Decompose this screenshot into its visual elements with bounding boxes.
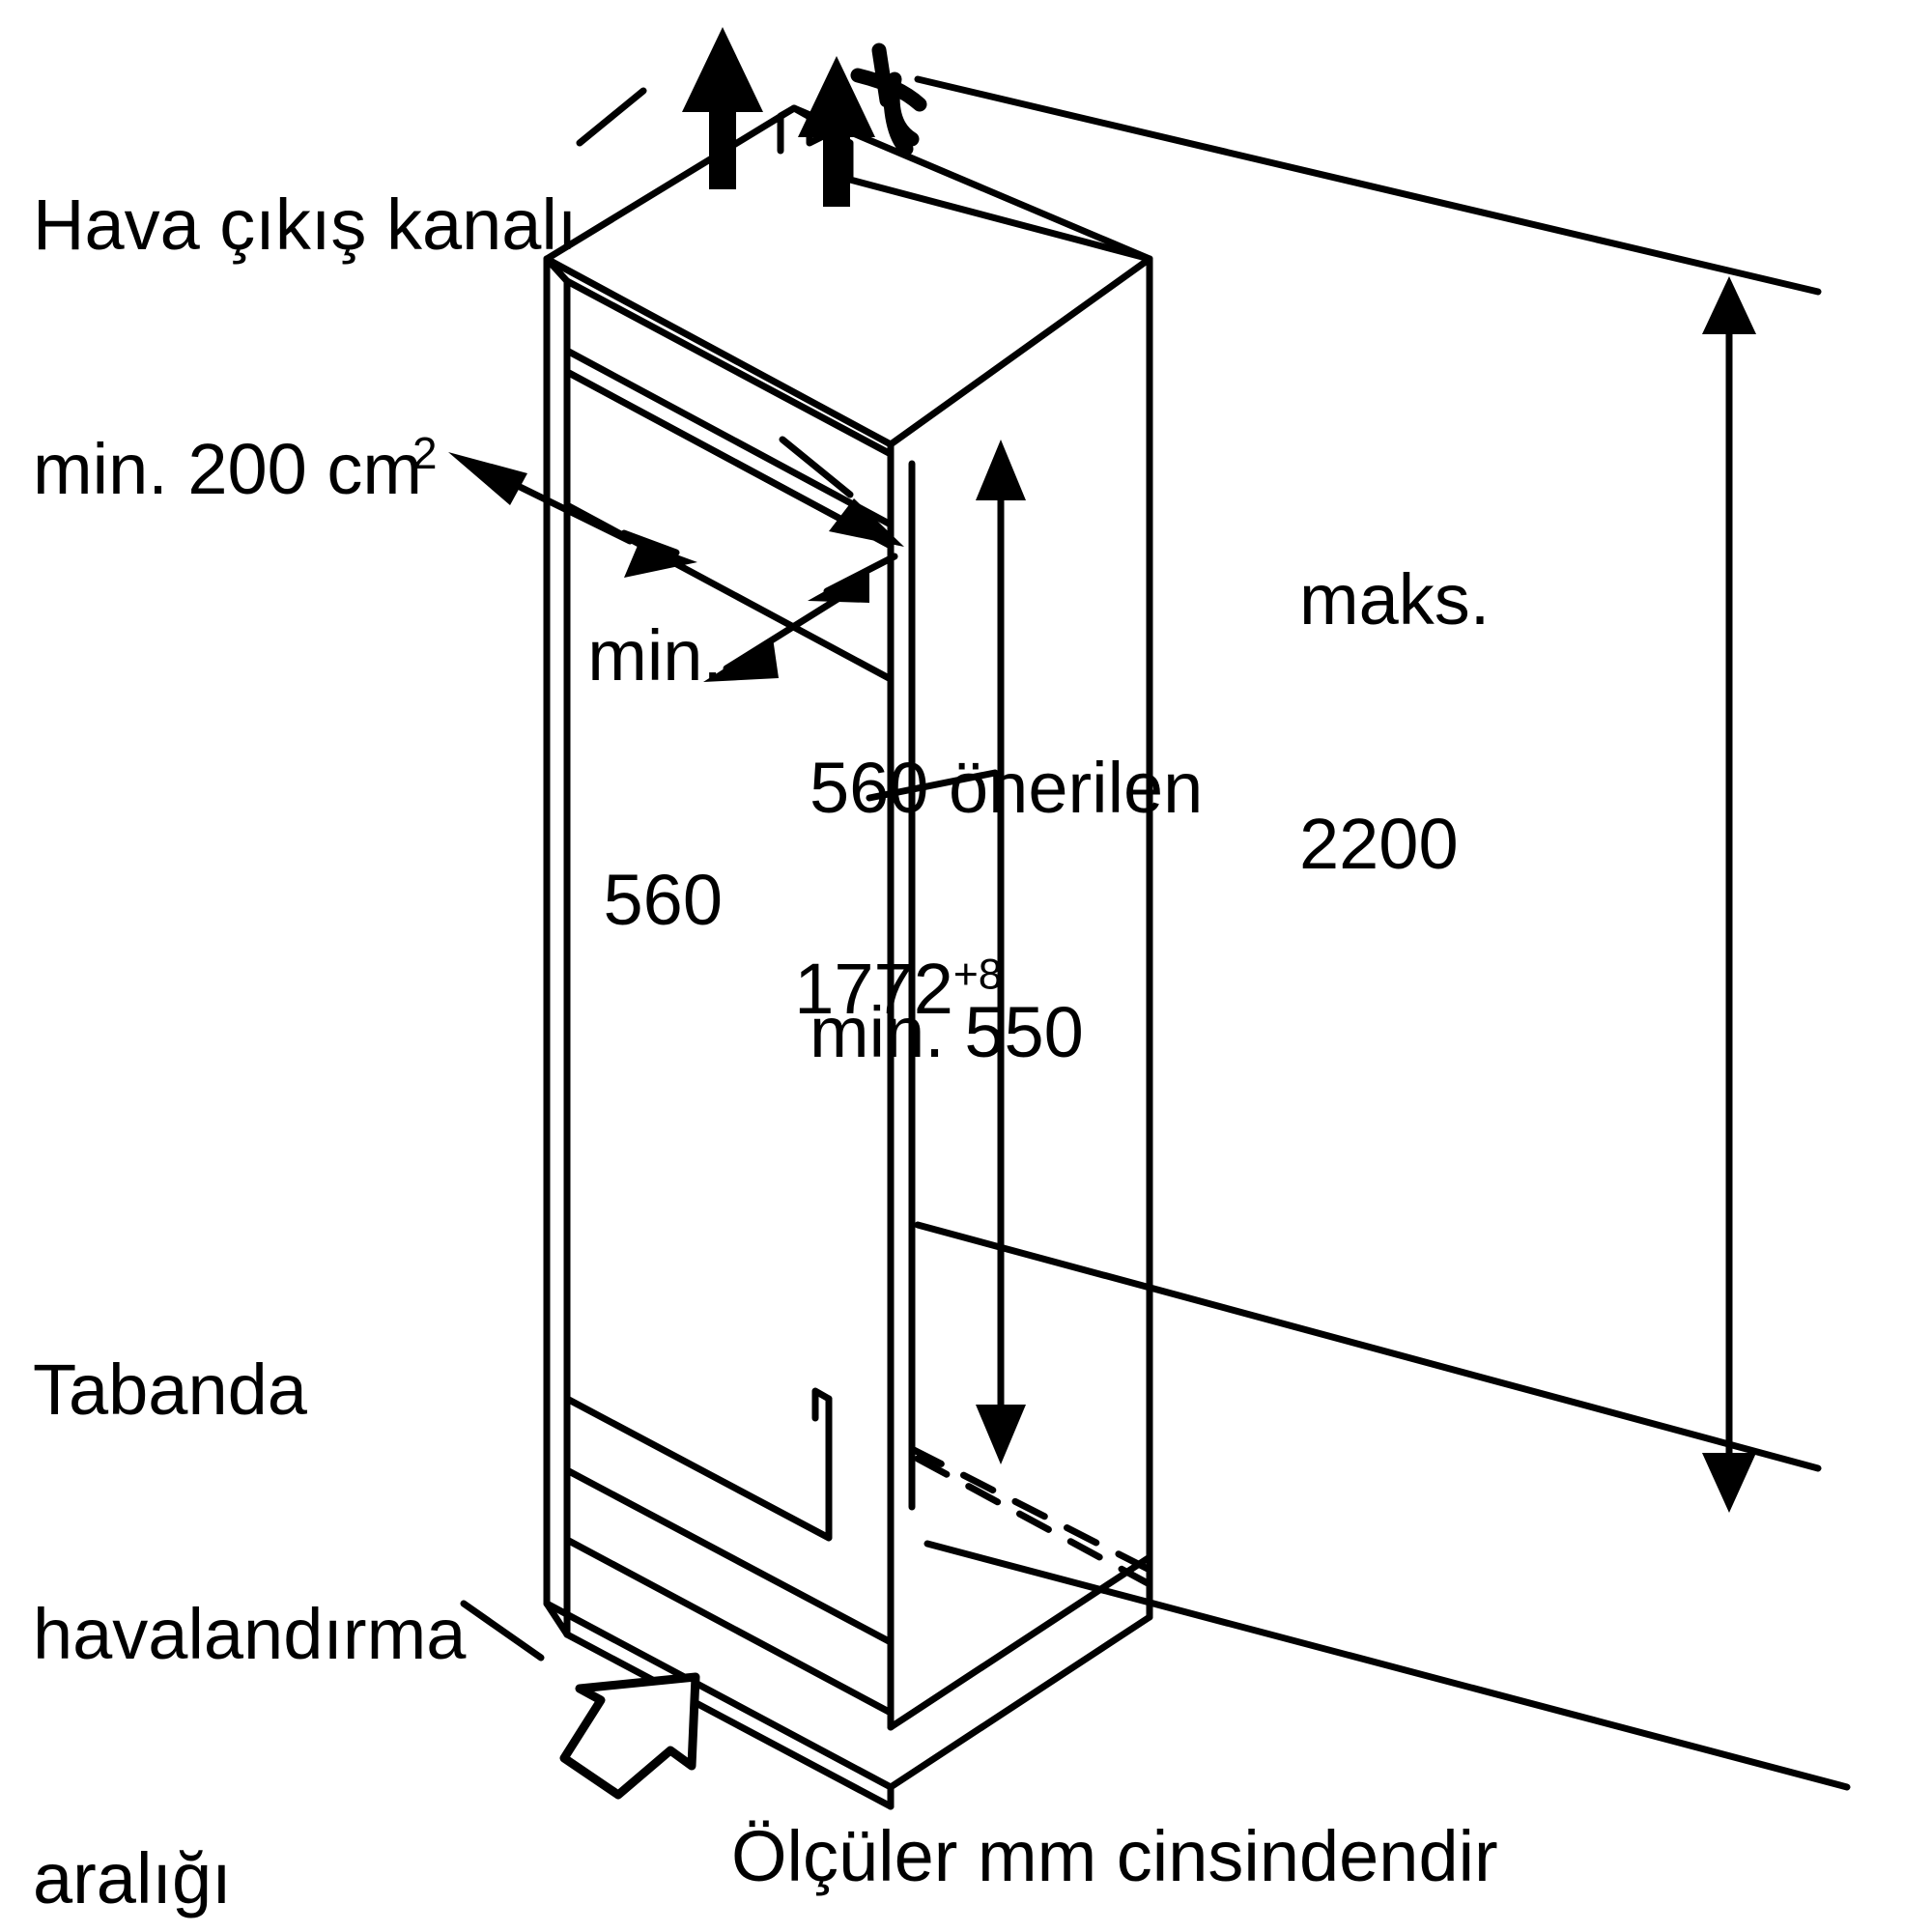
label-max-height: maks. 2200 bbox=[1299, 396, 1490, 1048]
leader-line-base-vent bbox=[460, 1600, 545, 1662]
leader-arrow-head-up-right bbox=[829, 498, 904, 547]
label-recommended-depth: 560 önerilen min. 550 bbox=[810, 584, 1203, 1236]
label-max-line2: 2200 bbox=[1299, 803, 1459, 884]
dimension-arrow-up-icon bbox=[976, 440, 1026, 500]
leader-line-depth-right bbox=[866, 769, 999, 802]
label-air-outlet-line2: min. 200 cm2 bbox=[33, 428, 438, 509]
leader-arrow-head-depth bbox=[808, 566, 869, 603]
leader-arrow-icon bbox=[508, 479, 634, 545]
label-units-note: Ölçüler mm cinsindendir bbox=[731, 1816, 1498, 1896]
label-air-outlet: Hava çıkış kanalı min. 200 cm2 bbox=[33, 21, 577, 673]
label-base-vent-line2: havalandırma bbox=[33, 1593, 467, 1674]
label-depth-line1: 560 önerilen bbox=[810, 747, 1204, 828]
label-air-outlet-line1: Hava çıkış kanalı bbox=[33, 184, 578, 265]
niche-height-value: 1772 bbox=[794, 949, 953, 1030]
label-niche-height: 1772+8 bbox=[715, 867, 1003, 1112]
label-max-line1: maks. bbox=[1299, 558, 1491, 639]
dimension-max-height bbox=[914, 75, 1822, 1501]
superscript-two: 2 bbox=[412, 428, 438, 479]
cabinet-right-edge bbox=[887, 255, 1153, 1731]
dimension-arrow-down-icon bbox=[976, 1405, 1026, 1464]
niche-height-tolerance: +8 bbox=[952, 951, 1003, 999]
leader-line-air-outlet bbox=[576, 87, 647, 147]
label-depth-line2: min. 550 bbox=[810, 991, 1084, 1072]
leader-arrow-head-right bbox=[624, 541, 697, 578]
dimension-arrow-up-icon bbox=[1702, 276, 1756, 334]
label-min-width-line1: min. bbox=[587, 614, 723, 696]
leader-arrow-icon bbox=[620, 529, 680, 556]
label-min-width-line2: 560 bbox=[603, 859, 723, 940]
cabinet-bottom-shelf bbox=[543, 1387, 895, 1810]
dimension-arrow-down-icon bbox=[1702, 1453, 1756, 1513]
leader-line-units bbox=[923, 1540, 1851, 1791]
leader-arrow-icon bbox=[779, 436, 854, 498]
break-symbol-icon bbox=[850, 43, 927, 156]
hollow-up-right-arrow-icon bbox=[559, 1672, 700, 1800]
label-base-vent-line3: aralığı bbox=[33, 1837, 232, 1918]
up-arrow-icon bbox=[798, 56, 875, 207]
up-arrow-icon bbox=[682, 27, 763, 189]
cabinet-hidden-edges bbox=[908, 1445, 1153, 1588]
label-base-vent-line1: Tabanda bbox=[33, 1349, 307, 1430]
label-base-ventilation: Tabanda havalandırma aralığı min. 200 cm… bbox=[33, 1186, 466, 1932]
leader-arrow-head-left bbox=[448, 452, 527, 505]
leader-arrow-head-depth-lower bbox=[703, 638, 779, 682]
label-min-width: min. 560 bbox=[510, 452, 723, 1104]
